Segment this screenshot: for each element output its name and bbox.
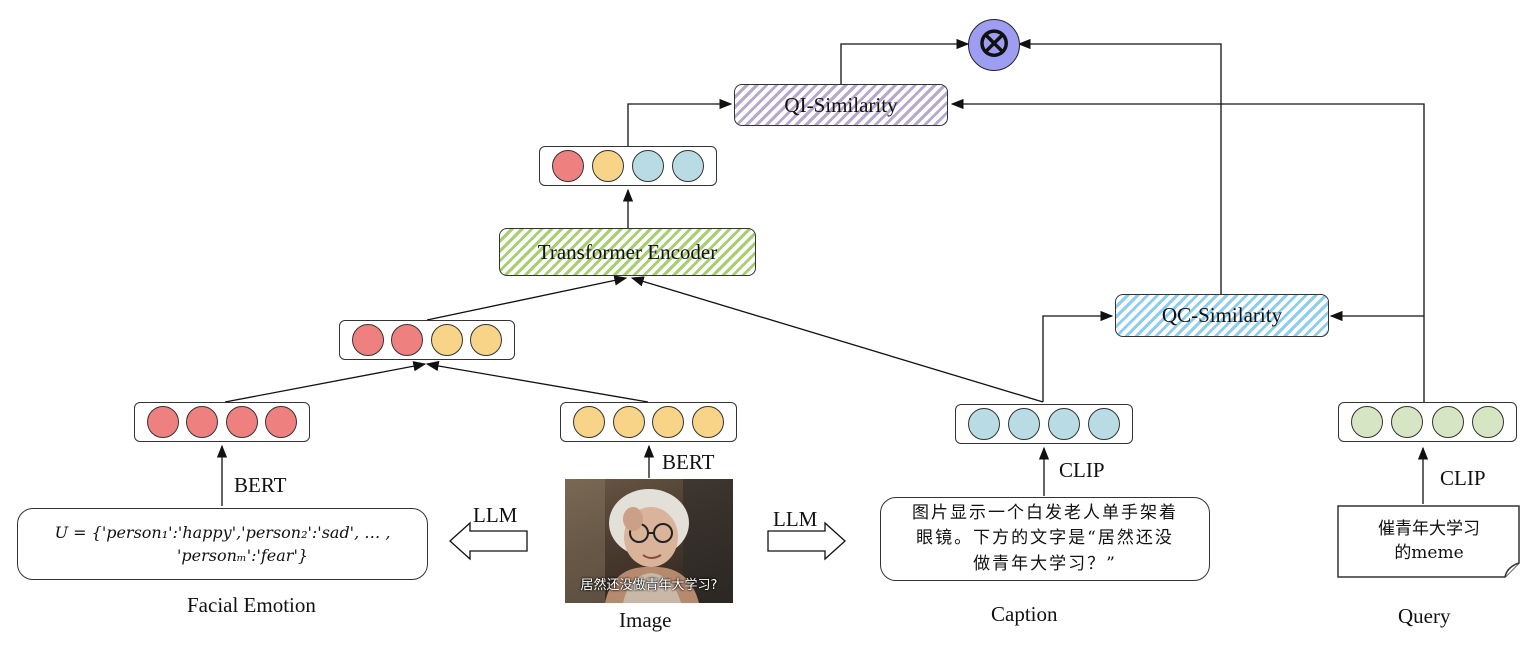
image-caption: Image	[619, 608, 672, 632]
image-embedding	[560, 402, 737, 442]
bert-face-label: BERT	[234, 473, 287, 497]
face-token-1	[146, 406, 179, 438]
fused-token-4	[470, 324, 503, 356]
caption-text-line3: 做青年大学习？”	[973, 553, 1117, 574]
bert-image-label: BERT	[662, 450, 715, 474]
caption-token-1	[968, 408, 1000, 440]
encoded-token-1	[552, 150, 584, 182]
query-embedding	[1338, 402, 1517, 442]
fused-token-2	[391, 324, 424, 356]
transformer-encoder-box: Transformer Encoder	[499, 228, 756, 276]
clip-caption-label: CLIP	[1059, 458, 1105, 482]
caption-text-line2: 眼镜。下方的文字是“居然还没	[916, 528, 1174, 549]
query-token-1	[1351, 406, 1384, 438]
facial-emotion-formula-line2: 'personₘ':'fear'}	[176, 546, 309, 565]
encoded-token-3	[632, 150, 664, 182]
fused-token-3	[430, 324, 463, 356]
qc-similarity-label: QC-Similarity	[1161, 303, 1283, 327]
caption-token-4	[1088, 408, 1120, 440]
face-token-4	[265, 406, 298, 438]
caption-embedding	[955, 404, 1133, 444]
product-node: ⊗	[968, 19, 1020, 71]
meme-image: 居然还没做青年大学习?	[565, 479, 733, 603]
llm-right-label: LLM	[773, 507, 818, 531]
face-token-2	[186, 406, 219, 438]
image-token-1	[572, 406, 605, 438]
caption-text-line1: 图片显示一个白发老人单手架着	[912, 502, 1178, 523]
qi-similarity-box: QI-Similarity	[734, 84, 948, 126]
query-token-3	[1431, 406, 1464, 438]
query-text-line2: 的meme	[1394, 543, 1464, 563]
llm-left-label: LLM	[473, 503, 518, 527]
caption-caption: Caption	[991, 602, 1058, 626]
encoded-embedding	[539, 146, 717, 186]
fused-token-1	[351, 324, 384, 356]
fused-embedding	[339, 320, 515, 360]
image-token-2	[612, 406, 645, 438]
product-symbol: ⊗	[975, 18, 1013, 67]
qi-similarity-label: QI-Similarity	[784, 92, 898, 117]
meme-photo-illustration	[565, 479, 733, 603]
query-token-4	[1471, 406, 1504, 438]
meme-overlay-text: 居然还没做青年大学习?	[580, 578, 718, 593]
encoded-token-2	[592, 150, 624, 182]
clip-query-label: CLIP	[1440, 466, 1486, 490]
caption-token-3	[1048, 408, 1080, 440]
image-token-4	[692, 406, 725, 438]
face-token-3	[225, 406, 258, 438]
query-token-2	[1391, 406, 1424, 438]
query-note-shape	[1337, 505, 1520, 578]
facial-emotion-box: U = {'person₁':'happy','person₂':'sad', …	[17, 508, 428, 580]
image-token-3	[652, 406, 685, 438]
query-text-line1: 催青年大学习	[1378, 519, 1480, 540]
caption-token-2	[1008, 408, 1040, 440]
facial-emotion-formula-line1: U = {'person₁':'happy','person₂':'sad', …	[54, 522, 391, 542]
query-caption: Query	[1398, 604, 1451, 628]
encoded-token-4	[672, 150, 704, 182]
query-note: 催青年大学习 的meme	[1337, 505, 1521, 579]
caption-box: 图片显示一个白发老人单手架着 眼镜。下方的文字是“居然还没 做青年大学习？”	[880, 497, 1210, 581]
llm-right-arrow	[767, 521, 846, 561]
transformer-encoder-label: Transformer Encoder	[537, 239, 718, 264]
facial-emotion-caption: Facial Emotion	[187, 593, 316, 617]
llm-left-arrow	[449, 521, 528, 561]
face-embedding	[134, 402, 310, 442]
qc-similarity-box: QC-Similarity	[1115, 294, 1329, 337]
